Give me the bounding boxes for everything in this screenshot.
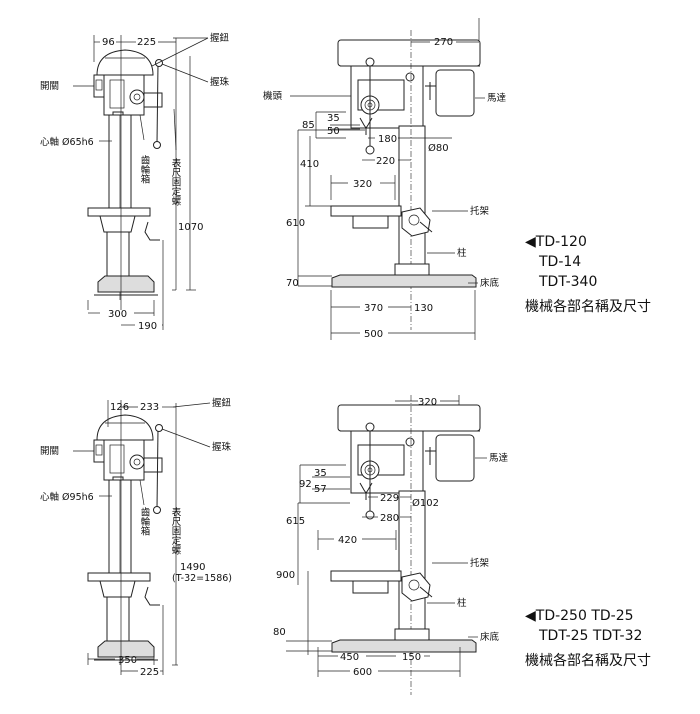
side-view-dimension-lines bbox=[73, 35, 209, 330]
model-list-line-3: TDT-340 bbox=[539, 274, 598, 290]
dim-base-offset: 190 bbox=[138, 321, 157, 332]
dim-229: 229 bbox=[380, 493, 399, 504]
dim-80: 80 bbox=[273, 627, 286, 638]
front-view-dimension-lines bbox=[286, 395, 487, 677]
dim-base-offset: 225 bbox=[140, 667, 159, 678]
dim-150: 150 bbox=[402, 652, 421, 663]
label-motor: 馬達 bbox=[489, 452, 509, 464]
dim-base-width: 500 bbox=[364, 329, 383, 340]
label-bracket: 托架 bbox=[470, 557, 490, 569]
dim-180: 180 bbox=[378, 134, 397, 145]
label-grip-ball: 握珠 bbox=[212, 441, 232, 453]
label-grip-knob: 握鈕 bbox=[210, 32, 230, 44]
model-1-caption: ◀TD-120 TD-14 TDT-340 機械各部名稱及尺寸 bbox=[525, 232, 651, 317]
label-base: 床底 bbox=[480, 277, 500, 289]
front-view-dimension-lines bbox=[290, 18, 485, 340]
dim-450: 450 bbox=[340, 652, 359, 663]
dim-height: 1490 bbox=[180, 562, 205, 573]
label-spindle: 心軸 Ø95h6 bbox=[40, 491, 94, 503]
dim-base-width: 600 bbox=[353, 667, 372, 678]
dim-column-diameter: Ø102 bbox=[412, 497, 439, 509]
dim-height-note: (T-32=1586) bbox=[172, 573, 232, 584]
dim-57: 57 bbox=[314, 484, 327, 495]
dim-370: 370 bbox=[364, 303, 383, 314]
dim-head-width: 320 bbox=[418, 397, 437, 408]
dim-base-depth: 300 bbox=[108, 309, 127, 320]
dim-height: 1070 bbox=[178, 222, 203, 233]
dim-220: 220 bbox=[376, 156, 395, 167]
label-spindle: 心軸 Ø65h6 bbox=[40, 136, 94, 148]
label-column: 柱 bbox=[457, 247, 467, 259]
label-switch: 開關 bbox=[40, 446, 59, 457]
dim-35: 35 bbox=[327, 113, 340, 124]
side-view-machine-drawing bbox=[87, 49, 163, 301]
dim-70: 70 bbox=[286, 278, 299, 289]
dim-410: 410 bbox=[300, 159, 319, 170]
model-2-caption: ◀TD-250 TD-25 TDT-25 TDT-32 機械各部名稱及尺寸 bbox=[525, 606, 651, 671]
dim-85: 85 bbox=[302, 120, 315, 131]
label-grip-ball: 握珠 bbox=[210, 76, 230, 88]
dim-spindle-offset: 96 bbox=[102, 37, 115, 48]
label-column: 柱 bbox=[457, 597, 467, 609]
dim-head-width: 225 bbox=[137, 37, 156, 48]
label-switch: 開關 bbox=[40, 81, 59, 92]
dim-table-width: 320 bbox=[353, 179, 372, 190]
dim-table-width: 420 bbox=[338, 535, 357, 546]
model-1-drawings: 96 225 握鈕 握珠 開關 心軸 Ø65h6 齒輪箱 表尺固定螺 1070 … bbox=[40, 18, 507, 340]
dim-92: 92 bbox=[299, 479, 312, 490]
side-view-machine-drawing bbox=[87, 414, 163, 666]
model-list-line-2: TDT-25 TDT-32 bbox=[539, 628, 643, 644]
label-head: 機頭 bbox=[263, 90, 283, 102]
dim-50: 50 bbox=[327, 126, 340, 137]
dim-615: 615 bbox=[286, 516, 305, 527]
side-view-dimension-lines bbox=[73, 400, 211, 675]
dim-900: 900 bbox=[276, 570, 295, 581]
label-scale-screw: 表尺固定螺 bbox=[170, 157, 182, 206]
dim-head-width: 233 bbox=[140, 402, 159, 413]
dim-spindle-offset: 126 bbox=[110, 402, 129, 413]
dim-130: 130 bbox=[414, 303, 433, 314]
label-base: 床底 bbox=[480, 631, 500, 643]
dim-column-diameter: Ø80 bbox=[428, 142, 449, 154]
label-motor: 馬達 bbox=[487, 92, 507, 104]
model-list-line-2: TD-14 bbox=[539, 254, 582, 270]
dim-280: 280 bbox=[380, 513, 399, 524]
label-bracket: 托架 bbox=[470, 205, 490, 217]
dim-base-depth: 350 bbox=[118, 655, 137, 666]
label-gearbox: 齒輪箱 bbox=[139, 507, 151, 536]
caption-title: 機械各部名稱及尺寸 bbox=[525, 299, 651, 315]
caption-title: 機械各部名稱及尺寸 bbox=[525, 653, 651, 669]
dim-head-width: 270 bbox=[434, 37, 453, 48]
dim-610: 610 bbox=[286, 218, 305, 229]
model-list-line-1: ◀TD-250 TD-25 bbox=[525, 608, 634, 624]
model-list-line-1: ◀TD-120 bbox=[525, 234, 587, 250]
model-2-drawings: 126 233 握鈕 握珠 開關 心軸 Ø95h6 齒輪箱 表尺固定螺 1490… bbox=[40, 394, 509, 696]
label-gearbox: 齒輪箱 bbox=[139, 155, 151, 184]
label-scale-screw: 表尺固定螺 bbox=[170, 506, 182, 555]
dim-35: 35 bbox=[314, 468, 327, 479]
label-grip-knob: 握鈕 bbox=[212, 397, 232, 409]
